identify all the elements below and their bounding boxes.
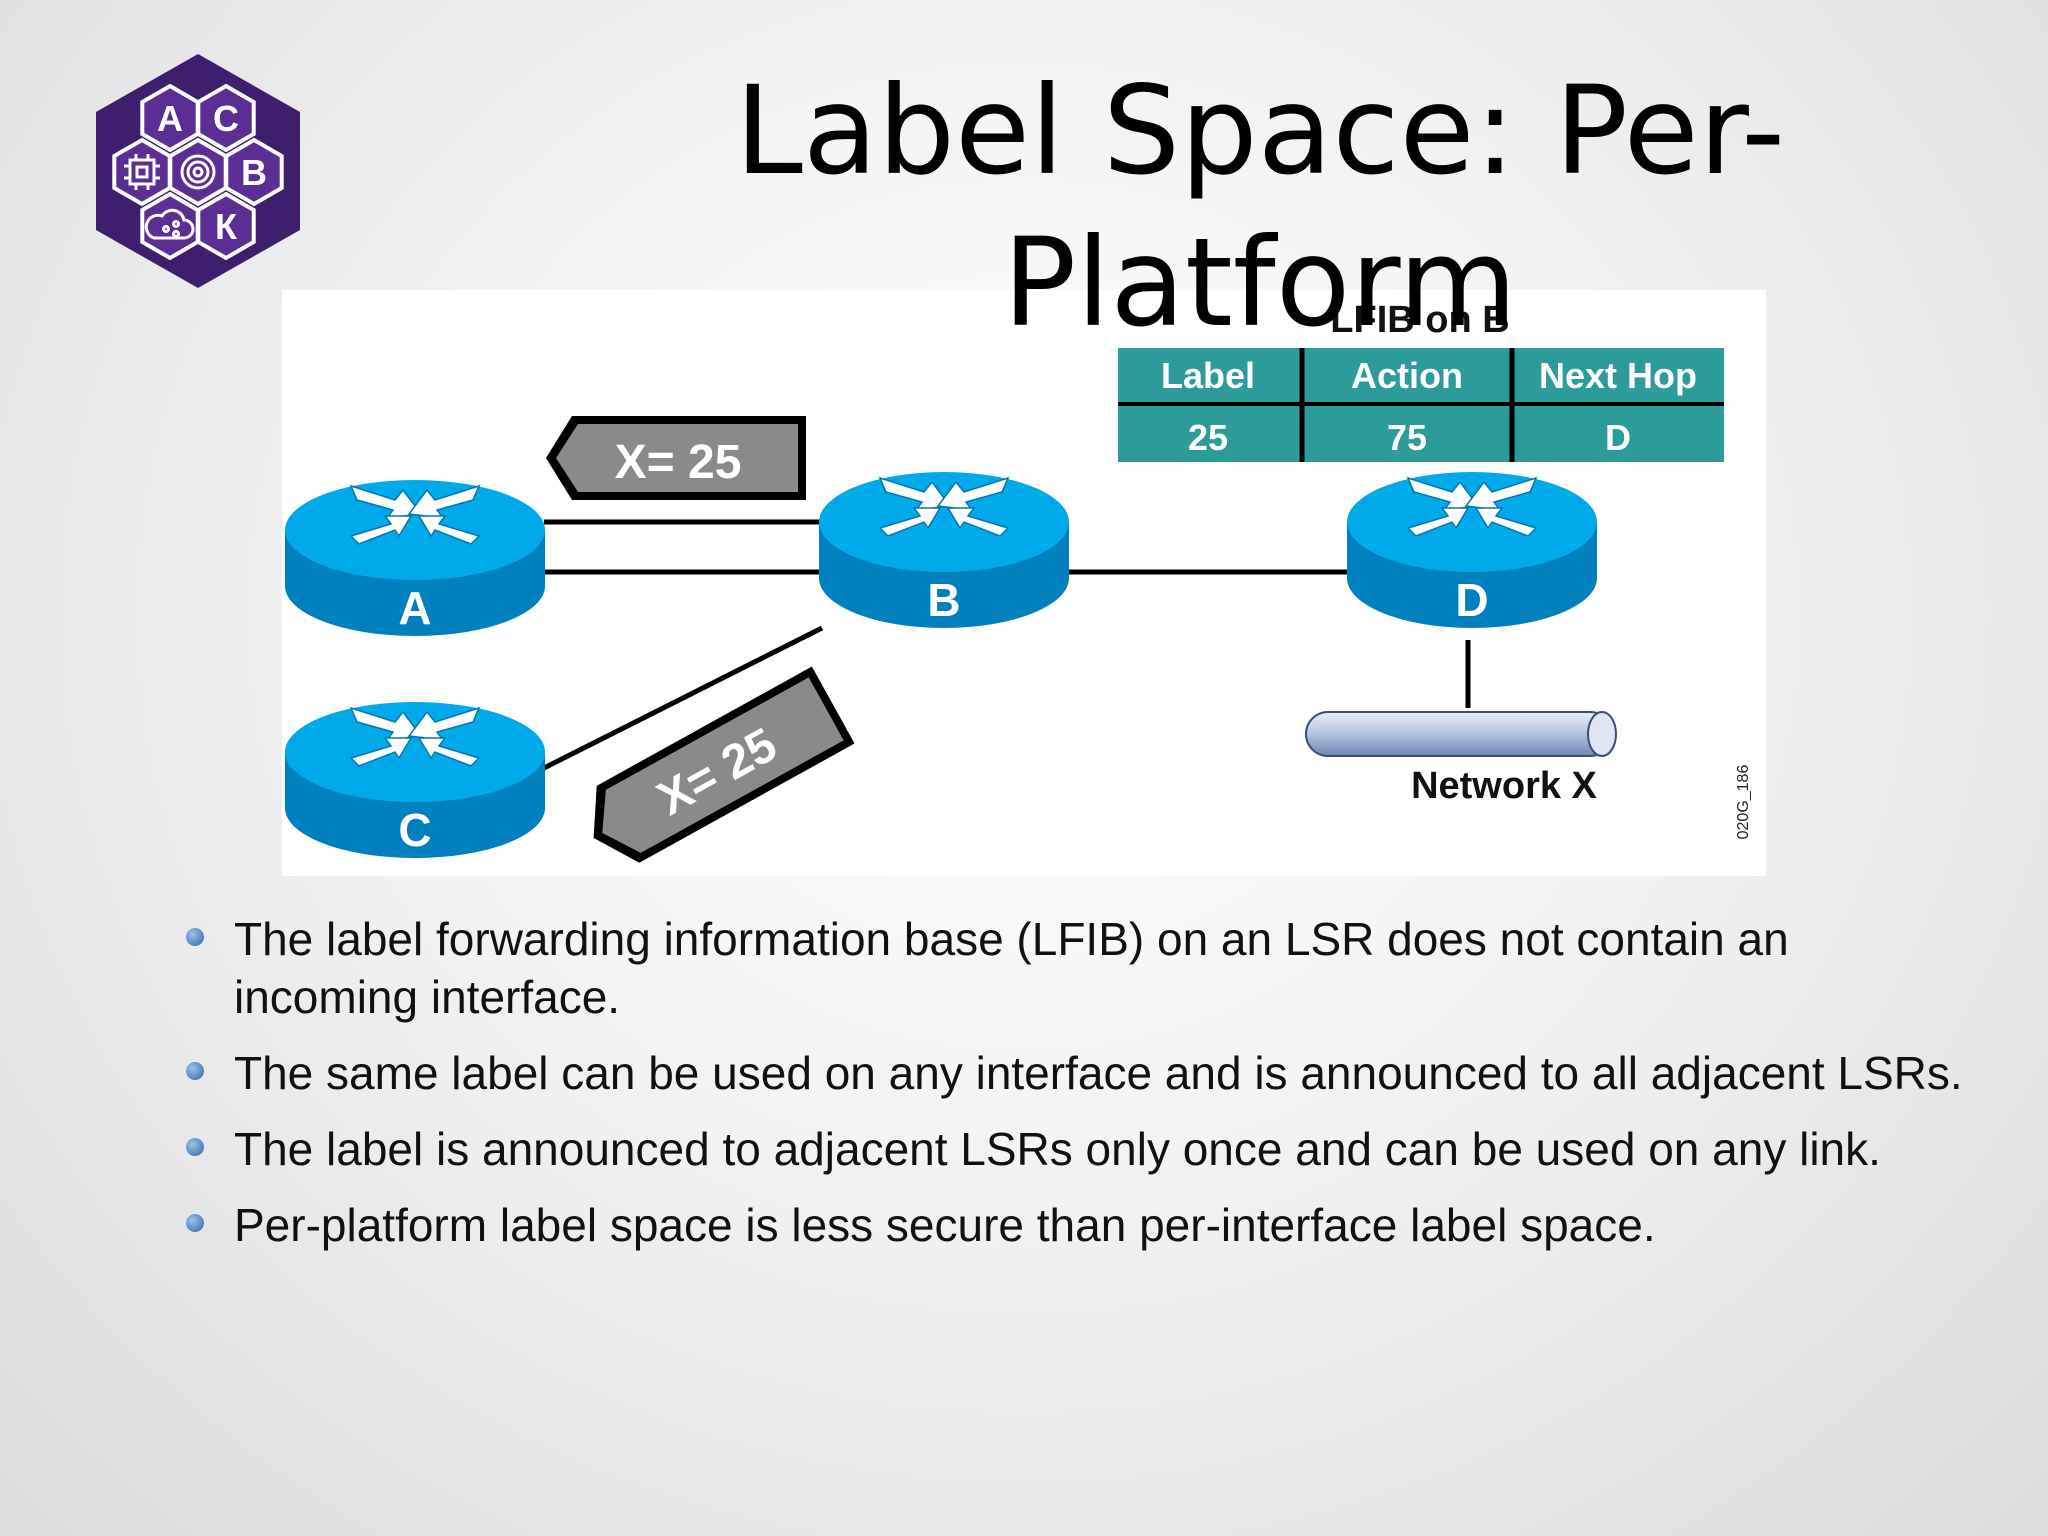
router-c-label: C xyxy=(398,804,431,856)
bullet-list: The label forwarding information base (L… xyxy=(180,910,1980,1272)
lfib-cell-label: 25 xyxy=(1188,417,1228,458)
network-diagram: LFIB on B Label Action Next Hop 25 75 D … xyxy=(282,290,1766,876)
router-a: A xyxy=(285,480,545,636)
router-a-label: A xyxy=(398,582,431,634)
bullet-icon xyxy=(186,1062,204,1080)
network-x-segment: Network X xyxy=(1305,711,1617,807)
lfib-header-label: Label xyxy=(1161,355,1255,396)
router-d-label: D xyxy=(1455,574,1488,626)
bullet-item: Per-platform label space is less secure … xyxy=(180,1196,1794,1254)
bullet-text: Per-platform label space is less secure … xyxy=(234,1199,1656,1251)
router-c: C xyxy=(285,702,545,858)
lfib-cell-next-hop: D xyxy=(1605,417,1631,458)
router-d: D xyxy=(1347,472,1597,628)
router-b: B xyxy=(819,472,1069,628)
chip-icon xyxy=(124,154,160,190)
lfib-caption: LFIB on B xyxy=(1330,299,1509,341)
bullet-text: The same label can be used on any interf… xyxy=(234,1047,1963,1099)
bullet-item: The same label can be used on any interf… xyxy=(180,1044,1980,1102)
bullet-item: The label is announced to adjacent LSRs … xyxy=(180,1120,1980,1178)
label-announcement-tag-a: X= 25 xyxy=(546,416,806,500)
fingerprint-icon xyxy=(180,154,216,190)
bullet-icon xyxy=(186,1138,204,1156)
bullet-icon xyxy=(186,1214,204,1232)
announcement-text-a: X= 25 xyxy=(615,436,742,489)
bullet-text: The label forwarding information base (L… xyxy=(234,913,1789,1023)
logo-letter-v: В xyxy=(241,152,267,193)
bullet-text: The label is announced to adjacent LSRs … xyxy=(234,1123,1881,1175)
logo-letter-k: К xyxy=(215,206,238,247)
slide-title: Label Space: Per-Platform xyxy=(734,60,1786,354)
cloud-network-icon xyxy=(144,208,195,240)
lfib-table: LFIB on B Label Action Next Hop 25 75 D xyxy=(1118,299,1724,462)
figure-code: 020G_186 xyxy=(1735,765,1752,840)
organization-logo: А С В К xyxy=(78,52,318,292)
network-x-label: Network X xyxy=(1411,765,1597,807)
logo-letter-a: А xyxy=(157,98,183,139)
router-b-label: B xyxy=(927,574,960,626)
logo-letter-s: С xyxy=(213,98,239,139)
link-lines xyxy=(542,519,1471,771)
lfib-header-action: Action xyxy=(1351,355,1463,396)
bullet-icon xyxy=(186,928,204,946)
bullet-item: The label forwarding information base (L… xyxy=(180,910,1980,1026)
lfib-cell-action: 75 xyxy=(1387,417,1427,458)
lfib-header-next-hop: Next Hop xyxy=(1539,355,1697,396)
